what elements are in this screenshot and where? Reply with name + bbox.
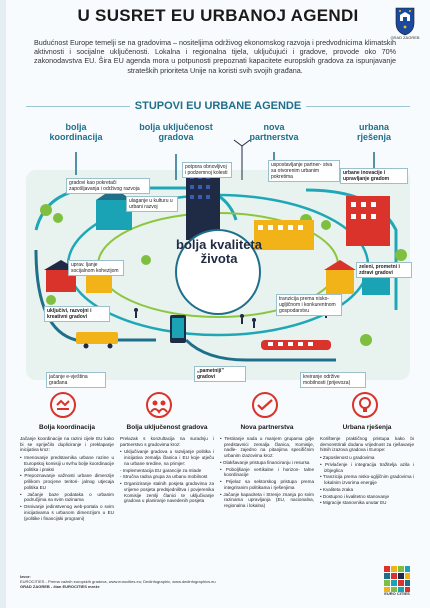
- list-item: • Privlačenje i integracija tražitelja a…: [320, 461, 414, 473]
- column-intro: Jačanje koordinacije na razini cijele EU…: [20, 436, 114, 453]
- pillar-heading-inclusion: bolja uključenost gradova: [139, 122, 213, 143]
- solutions-icon: [352, 392, 378, 418]
- eurocities-logo-icon: [384, 566, 410, 592]
- list-item: • Organiziranje stalnih posjeta gradovim…: [120, 481, 214, 504]
- intro-text: Budućnost Europe temelji se na gradovima…: [34, 38, 396, 75]
- center-label: bolja kvaliteta života: [176, 237, 262, 266]
- column-title: Urbana rješenja: [342, 424, 392, 431]
- partnership-icon: [252, 392, 278, 418]
- page-title: U SUSRET EU URBANOJ AGENDI: [77, 6, 359, 25]
- list-item: - Implementacija EU garancije za mlade: [120, 467, 202, 473]
- list-item: • Dostupno i kvalitetno stanovanje: [320, 493, 390, 499]
- zagreb-crest-icon: [395, 7, 415, 36]
- column-title: Nova partnerstva: [240, 424, 294, 431]
- pillar-heading-solutions: urbana rješenja: [356, 122, 392, 143]
- list-item: • Poboljšanje vertikalne i horizon- taln…: [220, 466, 314, 478]
- inclusion-icon: [146, 392, 172, 418]
- list-item: • Imenovanje predstavnika urbane razine …: [20, 455, 114, 472]
- footer: Izvor: EUROCITIES - Prema važnih europsk…: [20, 574, 216, 590]
- callout: potpora obnovljivoj i podzemnoj kolesti: [182, 162, 232, 178]
- divider: [26, 106, 130, 107]
- callout: gradovi kao pokretači zapošljavanja i od…: [66, 178, 150, 194]
- column-body-coordination: Jačanje koordinacije na razini cijele EU…: [20, 436, 114, 522]
- column-intro: Korištenje praktičnog pristupa kako bi d…: [320, 436, 414, 453]
- list-item: • Prepoznavanje važnosti urbane dimenzij…: [20, 473, 114, 490]
- list-item: • Jačanje kapaciteta i Strenje znanja po…: [220, 491, 314, 509]
- footer-line: GRAD ZAGREB - član EUROCITIES mreže: [20, 584, 100, 590]
- callout: uključivi, razvojni i kreativni gradovi: [44, 306, 110, 322]
- pillar-heading-partnerships: nova partnerstva: [249, 122, 299, 143]
- divider: [306, 106, 410, 107]
- eurocities-label: EURO CITIES: [384, 591, 410, 596]
- pillar-heading-coordination: bolja koordinacija: [49, 122, 103, 143]
- callout: zeleni, prometni i zdravi gradovi: [356, 262, 412, 278]
- list-item: • Osnivanje jedinstvenog web-portala o s…: [20, 504, 114, 521]
- column-title: Bolja koordinacija: [39, 424, 95, 431]
- callout: uprav. ljanje socijalnom kohezijom: [68, 260, 124, 276]
- column-body-partnerships: • Testiranje nada u manjem grupama gdje …: [220, 436, 314, 510]
- footer-line: EUROCITIES - Prema važnih europskih grad…: [20, 579, 216, 585]
- list-item: • Kvaliteta zraka: [320, 486, 354, 492]
- coordination-icon: [50, 392, 76, 418]
- callout: urbane inovacije i upravljanje gradom: [340, 168, 408, 184]
- list-item: - Stručna radna grupa za urbanu mobilnos…: [120, 474, 208, 480]
- list-item: • Testiranje nada u manjem grupama gdje …: [220, 436, 314, 459]
- callout: ulaganje u kulturu u urbani razvoj: [126, 196, 178, 212]
- list-item: • Zaposlenost u gradovima: [320, 455, 375, 461]
- callout: „pametniji" gradovi: [194, 366, 246, 382]
- callout: kreiranje održive mobilnosti (prijevoza): [300, 372, 366, 388]
- column-title: Bolja uključenost gradova: [126, 424, 208, 431]
- column-intro: Prelazak s konzultacija na suradnju i pa…: [120, 436, 214, 447]
- callout: jačanje e-vještina građana: [46, 372, 106, 388]
- column-body-solutions: Korištenje praktičnog pristupa kako bi d…: [320, 436, 414, 507]
- crest-label: GRAD ZAGREB: [390, 35, 420, 40]
- list-item: • Olakšavanje pristupa financiranju i re…: [220, 459, 310, 465]
- footer-label: Izvor:: [20, 574, 31, 579]
- urban-illustration: [26, 139, 410, 380]
- callout: tranzicija prema nisko-ugljičnom i konku…: [276, 294, 342, 316]
- callout: uspostavljanje partner- stva sa otvoreni…: [268, 160, 340, 182]
- column-body-inclusion: Prelazak s konzultacija na suradnju i pa…: [120, 436, 214, 505]
- list-item: • Tranzicija prema nisko-ugljičnim grado…: [320, 474, 414, 486]
- list-item: • Jačanje baze podataka o urbanim područ…: [20, 491, 114, 503]
- list-item: • Prijelaz sa sektorskog pristupa prema …: [220, 479, 314, 490]
- list-item: • Uključivanje gradova u razvijanje poli…: [120, 449, 214, 466]
- section-subtitle: STUPOVI EU URBANE AGENDE: [134, 100, 302, 112]
- list-item: • Migracije stanovnika unutar EU: [320, 500, 387, 506]
